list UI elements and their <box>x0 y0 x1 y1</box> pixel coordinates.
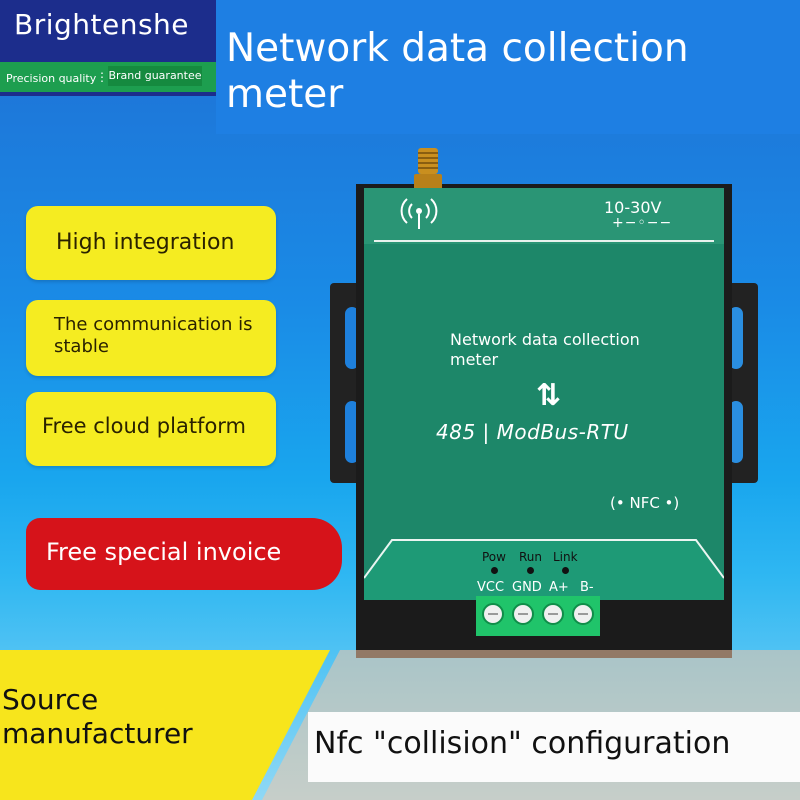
feature-pill-integration: High integration <box>26 206 276 280</box>
wireless-signal-icon <box>400 198 438 229</box>
device-bottom-band <box>364 539 724 600</box>
source-manufacturer-label: Source manufacturer <box>2 683 193 750</box>
nfc-config-label: Nfc "collision" configuration <box>314 726 731 761</box>
antenna-icon <box>414 148 442 190</box>
device-front-panel <box>364 188 724 598</box>
bracket-slot <box>729 307 743 369</box>
led-link <box>562 567 569 574</box>
brand-tag-quality: Precision quality <box>6 72 97 85</box>
terminal-label-a: A+ <box>549 580 569 595</box>
feature-pill-stable: The communication is stable <box>26 300 276 376</box>
feature-label: The communication is stable <box>54 314 253 357</box>
bracket-slot <box>345 307 359 369</box>
feature-label: High integration <box>56 230 235 255</box>
arrows-icon: ⇅ <box>536 378 561 413</box>
terminal-label-b: B- <box>580 580 594 595</box>
brand-tag-guarantee: Brand guarantee <box>108 66 202 86</box>
protocol-label: 485 | ModBus-RTU <box>436 420 629 444</box>
nfc-config-banner <box>308 712 800 782</box>
voltage-label: 10-30V <box>604 198 662 217</box>
bracket-slot <box>729 401 743 463</box>
feature-label: Free cloud platform <box>42 414 247 438</box>
led-label-run: Run <box>519 550 543 564</box>
feature-pill-cloud: Free cloud platform <box>26 392 276 466</box>
led-run <box>527 567 534 574</box>
led-label-link: Link <box>553 550 578 564</box>
terminal-screw <box>482 603 504 625</box>
invoice-label: Free special invoice <box>46 538 282 566</box>
device-panel-header <box>364 188 724 244</box>
terminal-label-vcc: VCC <box>477 580 505 595</box>
brand-tag-separator: ⋮ <box>96 70 108 84</box>
terminal-screw <box>542 603 564 625</box>
brand-name: Brightenshe <box>14 8 190 41</box>
terminal-block <box>476 596 600 636</box>
device-title: Network data collection meter <box>450 330 640 369</box>
terminal-screw <box>512 603 534 625</box>
nfc-icon: (• NFC •) <box>610 494 680 512</box>
invoice-banner: Free special invoice <box>26 518 342 590</box>
bracket-slot <box>345 401 359 463</box>
headline-banner <box>216 0 800 134</box>
led-pow <box>491 567 498 574</box>
terminal-screw <box>572 603 594 625</box>
led-label-pow: Pow <box>482 550 506 564</box>
page-title: Network data collection meter <box>226 26 689 117</box>
terminal-label-gnd: GND <box>512 580 542 595</box>
polarity-symbol: +−◦−− <box>612 215 673 231</box>
panel-divider <box>374 240 714 242</box>
